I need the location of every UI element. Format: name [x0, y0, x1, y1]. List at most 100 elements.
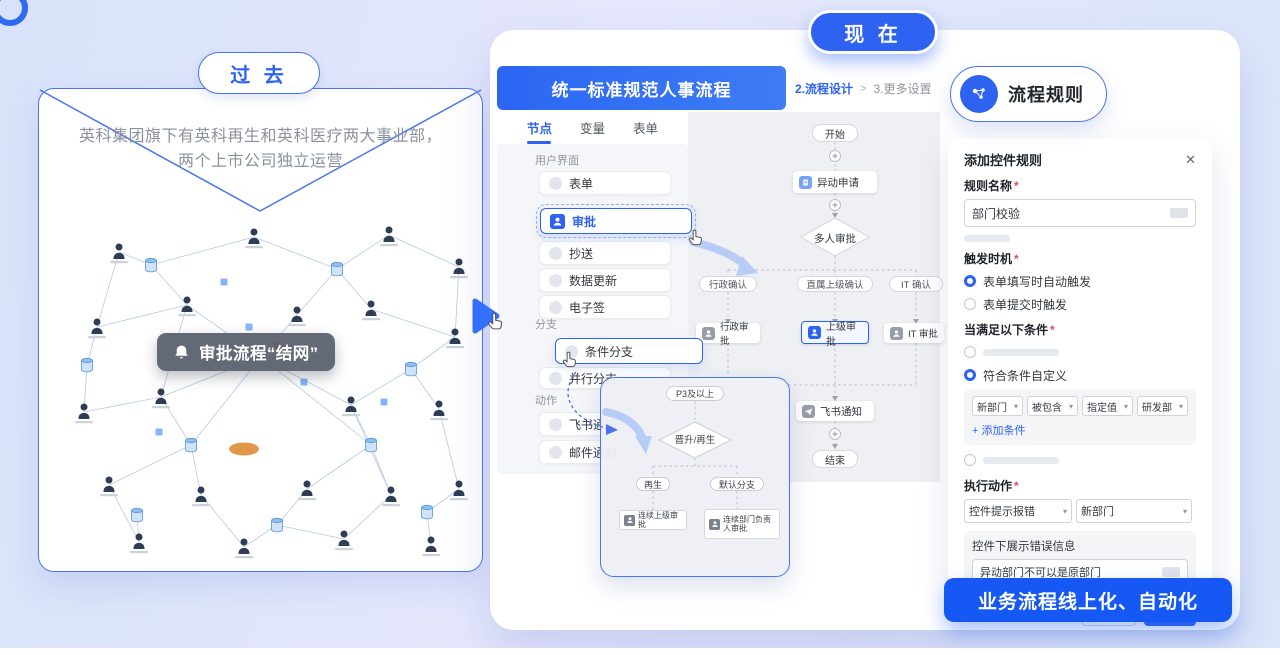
add-condition-link[interactable]: + 添加条件 — [972, 425, 1026, 437]
condition-type-select[interactable]: 指定值▾ — [1082, 396, 1133, 416]
feishu-notify-icon — [549, 417, 562, 431]
radio-unselected[interactable] — [964, 346, 976, 358]
condition-builder: 新部门▾ 被包含▾ 指定值▾ 研发部▾ + 添加条件 — [964, 389, 1196, 445]
condition-option-custom[interactable]: 符合条件自定义 — [964, 366, 1196, 384]
tab-forms[interactable]: 表单 — [633, 121, 659, 136]
zoom-connectors — [652, 401, 738, 510]
palette-item-label: 审批 — [572, 214, 597, 229]
flow-canvas: 开始 异动申请 多人审批 行政确认 直属上级确认 IT 确认 行政审批 — [688, 112, 944, 482]
zoom-node-consecutive-dept-head: 连续部门负责人审批 — [704, 509, 780, 539]
breadcrumb-step-design[interactable]: 2.流程设计 — [795, 82, 854, 96]
person-icon — [709, 518, 720, 530]
past-description-line1: 英科集团旗下有英科再生和英科医疗两大事业部， — [78, 128, 442, 145]
zoom-condition-label: P3及以上 — [666, 386, 724, 401]
flow-node-label: IT 审批 — [908, 329, 938, 340]
approval-person-icon — [550, 213, 565, 229]
network-diagram — [75, 226, 468, 559]
condition-field-select[interactable]: 新部门▾ — [972, 396, 1023, 416]
breadcrumb-step-more[interactable]: 3.更多设置 — [873, 82, 932, 96]
supervisor-approval-person-icon — [808, 326, 821, 339]
approval-netting-badge: 审批流程“结网” — [157, 333, 335, 371]
zoom-decision: 晋升/再生 — [674, 435, 716, 446]
field-badge — [1170, 208, 1188, 218]
past-description: 英科集团旗下有英科再生和英科医疗两大事业部， 两个上市公司独立运营 — [39, 125, 482, 175]
condition-operator-select[interactable]: 被包含▾ — [1027, 396, 1078, 416]
flow-node-end[interactable]: 结束 — [812, 450, 858, 468]
form-icon — [549, 176, 562, 190]
flow-node-transfer-request[interactable]: 异动申请 — [793, 171, 877, 193]
email-notify-icon — [549, 445, 562, 459]
flow-node-start[interactable]: 开始 — [812, 124, 858, 142]
designer-tabs: 节点 变量 表单 — [497, 114, 688, 140]
corner-decoration — [0, 0, 28, 26]
palette-item-label: 条件分支 — [585, 344, 634, 359]
action-label: 执行动作* — [964, 479, 1019, 493]
zoom-node-label: 连续部门负责人审批 — [723, 514, 771, 533]
cc-icon — [549, 246, 562, 260]
tab-variables[interactable]: 变量 — [579, 121, 605, 136]
past-badge: 过 去 — [198, 52, 320, 94]
trigger-option-auto[interactable]: 表单填写时自动触发 — [964, 272, 1196, 290]
radio-unselected[interactable] — [964, 454, 976, 466]
action-target-select[interactable]: 新部门▾ — [1076, 499, 1192, 523]
condition-option-placeholder[interactable] — [964, 343, 1196, 361]
chevron-down-icon: ▾ — [1062, 506, 1067, 516]
now-badge: 现 在 — [808, 10, 938, 54]
palette-item-condition-branch[interactable]: 条件分支 — [555, 338, 703, 364]
bottom-banner: 业务流程线上化、自动化 — [944, 578, 1232, 622]
zoom-node-consecutive-supervisor: 连续上级审批 — [619, 510, 687, 530]
rule-name-input[interactable]: 部门校验 — [964, 199, 1196, 227]
flow-branch-it[interactable]: IT 确认 — [889, 276, 943, 292]
flow-branch-admin[interactable]: 行政确认 — [699, 276, 757, 292]
flow-node-feishu-notify[interactable]: 飞书通知 — [796, 401, 874, 421]
palette-section-action: 动作 — [535, 395, 557, 407]
radio-unselected[interactable] — [964, 298, 976, 310]
trigger-option-submit[interactable]: 表单提交时触发 — [964, 295, 1196, 313]
flow-node-it-approval[interactable]: IT 审批 — [884, 323, 944, 343]
flow-node-decision[interactable]: 多人审批 — [814, 233, 856, 245]
palette-section-branch: 分支 — [535, 319, 557, 331]
radio-selected[interactable] — [964, 275, 976, 287]
tab-nodes[interactable]: 节点 — [527, 114, 552, 140]
skeleton-bar — [964, 235, 1010, 242]
person-icon — [624, 514, 635, 526]
rule-name-label: 规则名称* — [964, 179, 1019, 193]
flow-node-supervisor-approval[interactable]: 上级审批 — [801, 321, 869, 348]
esign-icon — [549, 300, 562, 314]
network-nodes-icon — [960, 75, 998, 113]
zoom-node-label: 连续上级审批 — [638, 510, 678, 529]
flow-connectors — [725, 142, 919, 449]
flow-node-label: 行政审批 — [720, 322, 749, 347]
field-badge — [1162, 567, 1180, 577]
trigger-label: 触发时机* — [964, 252, 1019, 266]
radio-selected[interactable] — [964, 369, 976, 381]
bottom-strip — [0, 648, 1280, 655]
palette-item-data-update[interactable]: 数据更新 — [539, 268, 671, 292]
condition-option-placeholder2[interactable] — [964, 451, 1196, 469]
palette-item-approval[interactable]: 审批 — [536, 204, 696, 238]
transition-arrow-icon — [472, 298, 500, 334]
palette-item-cc[interactable]: 抄送 — [539, 241, 671, 265]
paper-plane-icon — [802, 404, 815, 418]
skeleton-bar — [983, 456, 1059, 464]
flow-node-label: 飞书通知 — [820, 405, 862, 418]
transfer-request-icon — [799, 175, 812, 189]
palette-item-esign[interactable]: 电子签 — [539, 295, 671, 319]
rules-panel: 添加控件规则 ✕ 规则名称* 部门校验 触发时机* 表单填写时自动触发 表单提交… — [948, 138, 1212, 626]
condition-value-select[interactable]: 研发部▾ — [1137, 396, 1188, 416]
close-icon[interactable]: ✕ — [1185, 151, 1196, 167]
flow-node-admin-approval[interactable]: 行政审批 — [696, 322, 760, 347]
data-update-icon — [549, 273, 562, 287]
action-type-select[interactable]: 控件提示报错▾ — [964, 499, 1072, 523]
flow-node-label: 异动申请 — [817, 176, 859, 189]
now-header-title: 统一标准规范人事流程 — [497, 66, 786, 110]
it-approval-person-icon — [890, 326, 903, 340]
parallel-branch-icon — [549, 371, 562, 385]
chevron-down-icon: ▾ — [1068, 401, 1073, 411]
condition-branch-icon — [565, 344, 578, 358]
approval-netting-label: 审批流程“结网” — [199, 345, 319, 363]
error-message-label: 控件下展示错误信息 — [972, 541, 1076, 553]
palette-item-form[interactable]: 表单 — [539, 171, 671, 195]
flow-branch-supervisor[interactable]: 直属上级确认 — [797, 276, 873, 292]
palette-item-label: 数据更新 — [569, 273, 618, 288]
